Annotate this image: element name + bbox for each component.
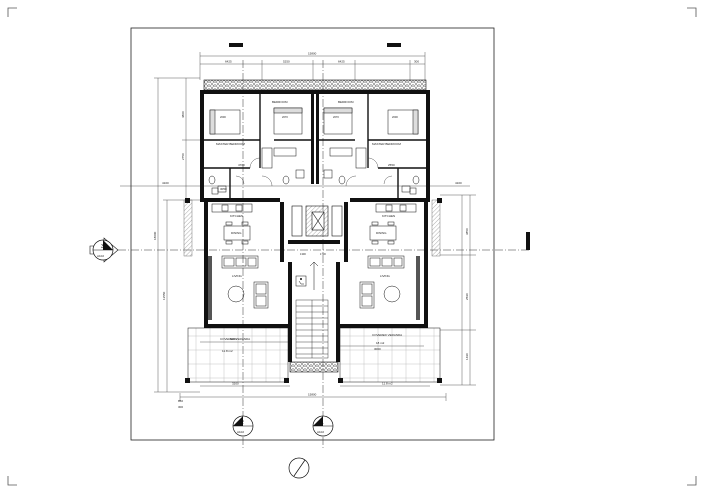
room-bedroom-left: BEDROOM [272, 100, 288, 104]
top-dimension-chain [199, 52, 426, 80]
section-marker-3: 3 A102 [89, 237, 119, 263]
room-veranda-right: COVERED VERANDA [372, 333, 402, 337]
bed-size-4: 2000 [392, 115, 398, 119]
dim-lower-right: 3060 [374, 347, 381, 351]
dining-tables [223, 221, 397, 245]
section-cut-top-right [387, 43, 401, 47]
section-marker-1-sheet: A102 [317, 430, 324, 434]
dim-top-seg-1: 6425 [225, 60, 232, 64]
dim-lower-left: 6100 [230, 337, 237, 341]
accessible-icon [295, 275, 307, 287]
room-kitchen-right: KITCHEN [382, 214, 395, 218]
section-cut-right [526, 232, 530, 250]
living-furniture [221, 255, 405, 309]
dim-left-small-2: 2750 [181, 153, 185, 160]
dim-left-inner: 13550 [162, 291, 166, 300]
section-marker-1-num: 1 [321, 420, 324, 426]
section-marker-2-sheet: A102 [237, 430, 244, 434]
dim-right-side-3: 1490 [465, 353, 469, 360]
room-master-bedroom-left: MASTER BEDROOM [216, 142, 245, 146]
area-veranda-right: 18 m2 [376, 341, 385, 345]
bed-furniture [209, 107, 419, 135]
dim-left-small-1: 4800 [181, 111, 185, 118]
bottom-dimension-chain [179, 341, 447, 401]
right-dimension-chain [440, 194, 476, 386]
bed-size-2: 2070 [282, 115, 288, 119]
dim-top-overall: 15800 [308, 52, 317, 56]
lobby-arrow [309, 261, 319, 290]
north-arrow-icon [288, 457, 310, 479]
dim-mid-right: 2550 [388, 163, 395, 167]
dim-front-small-1: 3200 [232, 382, 239, 386]
dim-right-side-1: 3850 [465, 228, 469, 235]
room-living-right: LIVING [380, 274, 391, 278]
kitchen-counters [211, 203, 417, 213]
dim-top-seg-4: 300 [414, 60, 419, 64]
room-dining-right: DINING [376, 231, 387, 235]
dim-right-side-2: 2590 [465, 293, 469, 300]
dim-center-small-1: 1300 [300, 252, 306, 256]
section-marker-3-sheet: A102 [97, 254, 104, 258]
veranda-left [187, 327, 289, 383]
veranda-right [339, 327, 441, 383]
dim-front-small-2: 11.8 m2 [382, 382, 393, 386]
site-boundary [130, 27, 495, 441]
dim-center-small-2: 1700 [320, 252, 326, 256]
room-veranda-left: COVERED VERANDA [220, 337, 250, 341]
room-dining-left: DINING [231, 231, 242, 235]
section-cut-top-left [229, 43, 243, 47]
section-marker-2: 2 A102 [232, 60, 254, 450]
section-marker-3-num: 3 [101, 244, 104, 250]
dim-mid-left: 4700 [238, 163, 245, 167]
planter-front [289, 361, 339, 373]
exterior-walls [200, 90, 430, 328]
wardrobes [261, 147, 367, 169]
room-kitchen-left: KITCHEN [230, 214, 243, 218]
interior-partitions [204, 94, 426, 198]
dim-left-overall: 18000 [153, 231, 157, 240]
bed-size-1: 2000 [220, 115, 226, 119]
elevator-core [291, 205, 343, 237]
sheet-corner-marks [7, 7, 697, 486]
left-dimension-chain [154, 77, 200, 393]
dim-right-lower: 4100 [162, 181, 169, 185]
side-column-left [208, 256, 212, 320]
room-bedroom-right: BEDROOM [338, 100, 354, 104]
party-walls [280, 94, 348, 362]
main-stair [295, 299, 329, 359]
door-swings [235, 157, 393, 187]
section-marker-1: 1 A102 [312, 60, 334, 450]
dim-right-upper: 4100 [455, 181, 462, 185]
dim-mid-left-2: 3050 [220, 187, 227, 191]
dim-bottom-left-corner: 300 [178, 405, 183, 409]
side-column-right [416, 256, 420, 320]
dim-bottom-left-corner-2: 850 [178, 399, 183, 403]
windows [210, 90, 420, 94]
area-veranda-left: 11.8 m2 [222, 349, 233, 353]
bed-size-3: 2070 [333, 115, 339, 119]
dim-bottom-overall: 15800 [308, 393, 317, 397]
room-master-bedroom-right: MASTER BEDROOM [372, 142, 401, 146]
dim-top-seg-3: 6425 [338, 60, 345, 64]
room-living-left: LIVING [232, 274, 243, 278]
core-wall [288, 240, 340, 244]
bathroom-fixtures [208, 169, 420, 195]
section-marker-2-num: 2 [241, 420, 244, 426]
planter-top [203, 79, 427, 91]
veranda-columns [185, 198, 442, 383]
side-panel-left [183, 199, 193, 257]
side-panel-right [431, 199, 441, 257]
dim-top-seg-2: 5250 [283, 60, 290, 64]
